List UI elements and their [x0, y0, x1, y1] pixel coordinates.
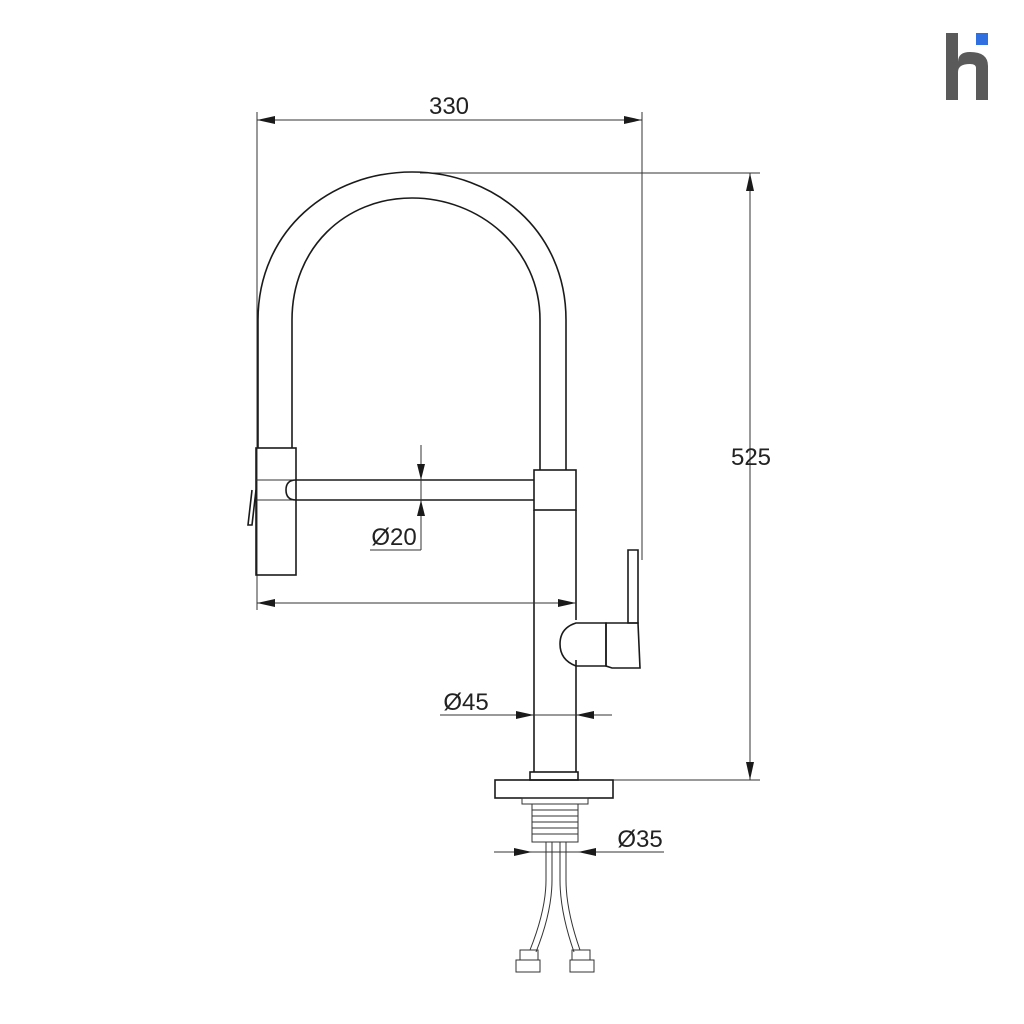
spray-bar: [285, 479, 534, 501]
logo-stem: [946, 33, 958, 100]
spout-arch: [257, 171, 567, 470]
brand-logo: [946, 33, 988, 100]
body-diameter-dimension: Ø45: [440, 689, 612, 719]
supply-hoses: [515, 842, 595, 973]
logo-arch: [958, 52, 988, 100]
spray-diameter-dimension: Ø20: [370, 445, 425, 551]
spray-head: [247, 447, 297, 576]
width-dimension-label: 330: [429, 93, 469, 120]
spray-diameter-label: Ø20: [371, 524, 416, 551]
mixer-handle: [559, 549, 641, 669]
shank-diameter-label: Ø35: [617, 826, 662, 853]
height-dimension: 525: [420, 172, 771, 781]
shank-diameter-dimension: Ø35: [494, 826, 664, 856]
logo-accent-dot: [976, 33, 988, 45]
body-diameter-label: Ø45: [443, 689, 488, 716]
threaded-shank: [531, 803, 579, 843]
reach-dimension: [257, 599, 576, 607]
faucet-body: [529, 469, 579, 781]
height-dimension-label: 525: [731, 444, 771, 471]
width-dimension: 330: [256, 93, 643, 610]
deck-plate: [494, 779, 614, 805]
